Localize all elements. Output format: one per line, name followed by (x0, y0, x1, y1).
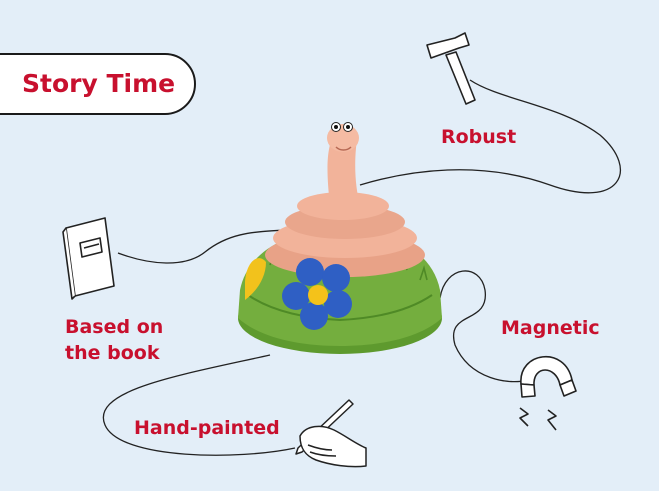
feature-magnetic: Magnetic (501, 317, 600, 339)
blue-flower (282, 258, 352, 330)
feature-book-line1: Based on (65, 316, 164, 338)
feature-based-on-book: Based on the book (65, 314, 163, 366)
magnet-icon (519, 355, 577, 431)
figurine (238, 122, 442, 354)
book-icon (62, 217, 115, 300)
feature-robust: Robust (441, 126, 517, 148)
hammer-icon (426, 32, 476, 105)
feature-hand-painted: Hand-painted (134, 417, 280, 439)
feature-book-line2: the book (65, 342, 160, 364)
pencil-hand-icon (295, 399, 367, 468)
page-title: Story Time (22, 69, 176, 98)
title-pill: Story Time (0, 53, 196, 115)
